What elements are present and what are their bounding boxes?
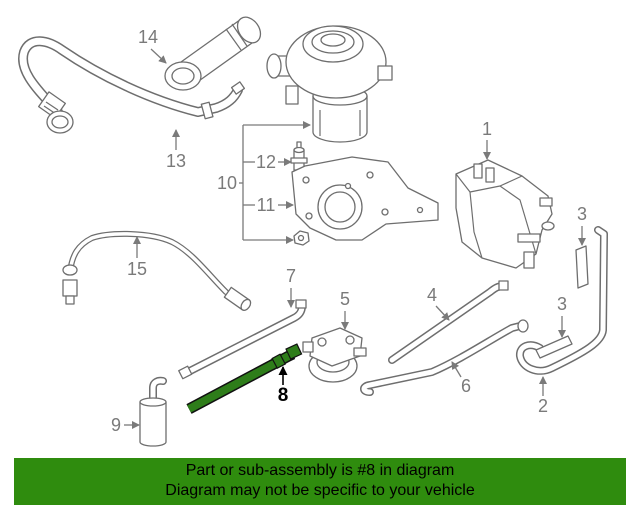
leader-6 [451,361,462,378]
callout-3-lower: 3 [557,294,567,314]
banner-line-disclaimer: Diagram may not be specific to your vehi… [165,482,475,499]
part-4-hose [388,280,509,364]
leader-4 [435,305,450,321]
callout-11: 11 [257,195,276,215]
callout-10: 10 [217,173,237,193]
callout-14: 14 [138,27,158,47]
leader-14 [150,48,167,64]
leader-lines [124,48,586,429]
part-15-sensor [62,230,252,311]
nut [293,230,310,246]
callout-labels: 14 13 12 10 11 1 3 15 7 5 4 3 6 8 9 2 [111,27,587,435]
callout-13: 13 [166,151,186,171]
info-banner: Part or sub-assembly is #8 in diagram Di… [14,458,626,505]
part-8-tube-highlighted [186,343,303,414]
part-9-filter [139,376,167,447]
part-7-tube [178,299,307,380]
part-3-pad-lower [535,335,573,359]
callout-8: 8 [278,385,289,406]
part-12-check-valve [290,141,308,171]
part-6-hose [360,319,529,396]
part-11-mounting-plate [291,156,439,241]
callout-5: 5 [340,289,350,309]
callout-9: 9 [111,415,121,435]
callout-15: 15 [127,259,147,279]
part-5-valve [302,327,367,383]
callout-4: 4 [427,285,437,305]
callout-1: 1 [482,119,492,139]
callout-12: 12 [256,152,276,172]
part-14-intake-pipe [164,16,262,91]
banner-line-part-info: Part or sub-assembly is #8 in diagram [185,462,455,479]
part-3-pad-upper [575,245,589,289]
callout-7: 7 [286,266,296,286]
callout-6: 6 [461,376,471,396]
part-1-charcoal-canister [455,159,555,269]
part-13-hose [18,36,246,134]
callout-3-upper: 3 [577,204,587,224]
callout-2: 2 [538,396,548,416]
air-pump [266,25,393,143]
part-2-bracket-strap [516,226,608,375]
